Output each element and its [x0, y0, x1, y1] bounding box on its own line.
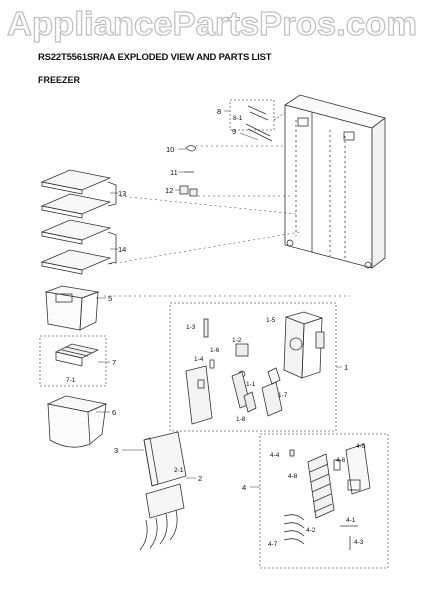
callout-8: 8 [217, 107, 221, 116]
callout-9: 9 [232, 127, 236, 136]
callout-10: 10 [166, 145, 174, 154]
refrigerator-cabinet [284, 94, 386, 269]
watermark-logo: AppliancePartsPros.com [6, 4, 417, 42]
callout-4-1: 4-1 [346, 517, 356, 524]
callout-11: 11 [170, 168, 178, 177]
part-12-cap-a [179, 185, 189, 195]
freezer-bin-6 [46, 395, 108, 448]
callout-1-2: 1-2 [232, 337, 242, 344]
callout-1-8: 1-8 [236, 416, 246, 423]
callout-2: 2 [198, 474, 202, 483]
callout-14: 14 [118, 245, 126, 254]
freezer-shelves-14 [40, 219, 117, 275]
evaporator-assembly-4 [283, 443, 371, 550]
part-4-box [259, 433, 389, 569]
hinge-part-9 [245, 123, 273, 142]
leader-lines [96, 110, 350, 488]
callout-1-4: 1-4 [194, 356, 204, 363]
part-10-clip [185, 145, 197, 152]
freezer-shelves-13 [40, 169, 117, 219]
callout-4-3: 4-3 [354, 539, 364, 546]
callout-2-1: 2-1 [174, 467, 184, 474]
callout-5: 5 [108, 294, 112, 303]
evaporator-cover-1 [185, 311, 325, 425]
callout-4-5: 4-5 [356, 443, 366, 450]
part-8-box [229, 99, 275, 131]
callout-7-1: 7-1 [66, 377, 76, 384]
callout-1-7: 1-7 [278, 392, 288, 399]
callout-4-4: 4-4 [270, 452, 280, 459]
part-7-box [39, 335, 107, 387]
callout-1-1: 1-1 [246, 381, 256, 388]
callout-12: 12 [165, 186, 173, 195]
callout-1-5: 1-5 [266, 317, 276, 324]
callout-4-2: 4-2 [306, 527, 316, 534]
callout-4: 4 [242, 483, 246, 492]
hinge-part-8-1 [247, 105, 269, 121]
callout-3: 3 [114, 446, 118, 455]
callout-labels: 8 8-1 9 10 11 12 13 14 5 7 7-1 6 1 1-3 1… [66, 107, 366, 548]
section-label: FREEZER [38, 75, 81, 85]
callout-4-8: 4-8 [288, 473, 298, 480]
callout-13: 13 [118, 189, 126, 198]
callout-1: 1 [344, 363, 348, 372]
callout-8-1: 8-1 [233, 115, 243, 122]
ice-bin-5 [44, 285, 100, 331]
callout-1-6: 1-6 [210, 347, 220, 354]
fan-cover-2 [139, 431, 187, 551]
callout-4-6: 4-6 [336, 457, 346, 464]
watermark-text: AppliancePartsPros.com [7, 5, 417, 42]
part-12-cap-b [189, 188, 198, 197]
callout-4-7: 4-7 [268, 541, 278, 548]
callout-6: 6 [112, 408, 116, 417]
diagram-title: RS22T5561SR/AA EXPLODED VIEW AND PARTS L… [38, 52, 272, 63]
wire-basket-7 [54, 343, 100, 367]
callout-7: 7 [112, 358, 116, 367]
callout-1-3: 1-3 [186, 324, 196, 331]
